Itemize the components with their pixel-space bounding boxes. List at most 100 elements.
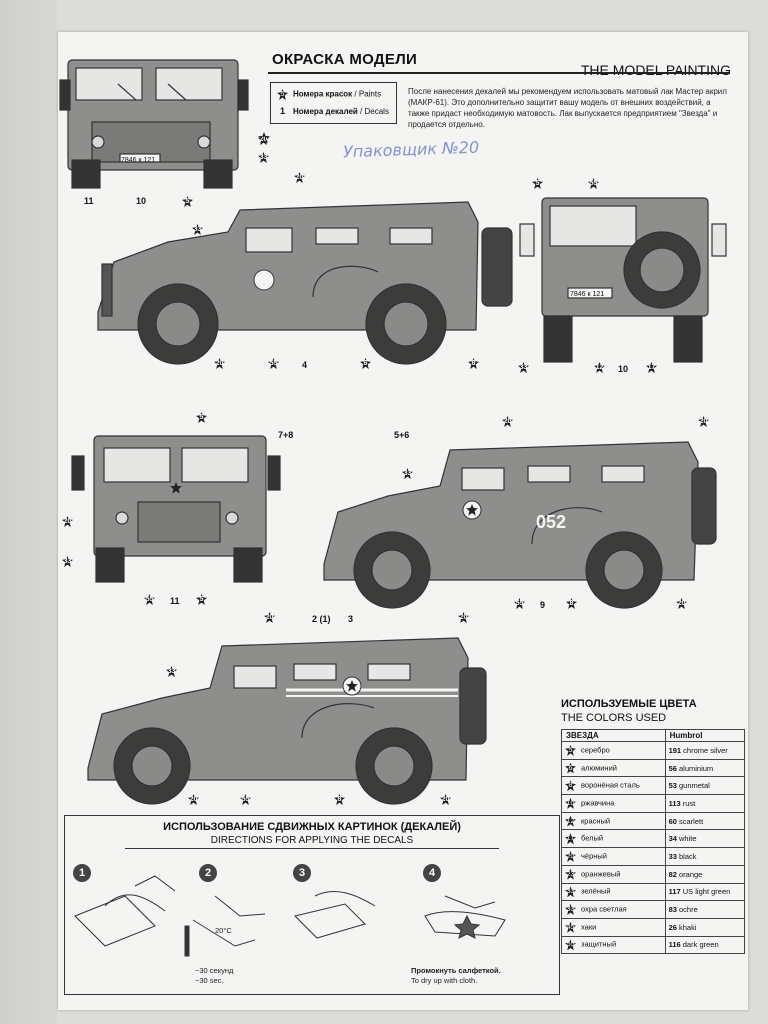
humbrol-color-name: dark green [682,940,719,950]
humbrol-color-name: khaki [679,922,697,932]
view1-front-vehicle [59,59,249,189]
humbrol-color-name: gunmetal [679,781,710,791]
humbrol-number: 33 [668,851,677,861]
callout-v2s-2: 20 [502,416,513,427]
humbrol-number: 116 [668,940,681,950]
step4-caption-ru: Промокнуть салфеткой. [411,966,501,975]
callout-v2f-3: 33 [62,556,73,567]
callout-v3s-7: 8 [334,794,345,805]
decal-steps-illustration [74,875,506,957]
title-rule [268,72,730,74]
callout-v1r-4: 10 [618,364,629,374]
callout-v2f-6: 5 [196,594,207,605]
zvezda-color-name: ржавчина [581,798,615,808]
humbrol-color-name: US light green [682,887,731,897]
humbrol-cell: 53 gunmetal [664,776,746,796]
callout-v2s-1: 33 [402,468,413,479]
varnish-note: После нанесения декалей мы рекомендуем и… [408,87,727,129]
title-en: THE MODEL PAINTING [580,62,731,78]
thermometer-icon [184,925,190,957]
zvezda-color-name: красный [581,816,611,826]
callout-v1r-1: 55 [588,178,599,189]
zvezda-cell: 45 хаки [561,917,666,937]
humbrol-number: 82 [668,869,677,879]
temperature-label: 20°C [215,926,232,935]
cloth-icon [424,911,506,937]
callout-v1f-0: 20 [258,134,269,145]
vehicle-drawings: 7846 к 121 7846 к 1 [59,59,727,805]
callout-v2s-5: 9 [540,600,546,610]
humbrol-cell: 83 ochre [664,900,746,919]
zvezda-color-name: хаки [581,922,597,932]
zvezda-color-name: защитный [581,939,617,949]
emblem-icon [253,269,275,291]
humbrol-cell: 116 dark green [664,935,746,955]
col-zvezda-header: ЗВЕЗДА [561,729,666,742]
callout-v1f-2: 11 [84,196,94,206]
humbrol-cell: 34 white [664,829,746,849]
callout-v2f-1: 7+8 [278,430,294,440]
humbrol-color-name: aluminium [679,763,714,773]
desk-background [0,0,58,1024]
callout-v1f-1: 33 [258,152,269,163]
paint-marker-icon: 5 [277,89,288,100]
step-2-number: 2 [199,864,217,882]
callout-v1f-4: 5 [182,196,193,207]
step2-caption-ru: ~30 секунд [195,966,234,975]
zvezda-color-name: оранжевый [581,869,621,879]
title-ru: ОКРАСКА МОДЕЛИ [272,51,418,68]
humbrol-cell: 26 khaki [664,917,746,937]
callout-v2s-7: 20 [676,598,687,609]
step-3-number: 3 [293,864,311,882]
step4-caption-en: To dry up with cloth. [411,976,478,985]
paint-number-icon: 45 [565,921,576,933]
zvezda-color-name: серебро [581,745,610,755]
color-row: 45 хаки 26 khaki [561,917,746,937]
callout-v3s-8: 20 [440,794,451,805]
callout-v2f-2: 20 [62,516,73,527]
humbrol-color-name: chrome silver [683,745,728,755]
col-humbrol-header: Humbrol [664,729,746,742]
rear-plate-text: 7846 к 121 [570,291,604,298]
paint-number-icon: 17 [565,833,576,845]
callout-v3s-3: 20 [458,612,469,623]
callout-v2s-0: 5+6 [394,430,410,440]
legend-paints-en: / Paints [354,89,382,99]
paint-number-icon: 33 [565,904,576,916]
front-plate-text: 7846 к 121 [121,157,155,164]
paint-number-icon: 6 [565,762,576,774]
decal-title-rule [125,848,499,849]
humbrol-number: 117 [668,887,681,897]
callout-v1s-0: 20 [294,172,305,183]
callout-v2s-3: 20 [698,416,709,427]
humbrol-color-name: white [679,834,697,844]
zvezda-color-name: зелёный [581,886,611,896]
decal-directions-box: ИСПОЛЬЗОВАНИЕ СДВИЖНЫХ КАРТИНОК (ДЕКАЛЕЙ… [64,815,560,995]
paint-number-icon: 55 [565,939,576,951]
humbrol-number: 56 [668,763,677,773]
humbrol-color-name: rust [682,798,696,808]
callout-v3s-2: 3 [348,614,354,624]
paint-number-icon: 20 [565,850,576,862]
callout-v1s-2: 20 [214,358,225,369]
humbrol-number: 191 [668,745,682,755]
humbrol-number: 26 [668,922,677,932]
callout-v2f-4: 55 [144,594,155,605]
callout-v1s-1: 33 [192,224,203,235]
callout-v3s-4: 33 [166,666,177,677]
humbrol-cell: 60 scarlett [664,811,746,831]
